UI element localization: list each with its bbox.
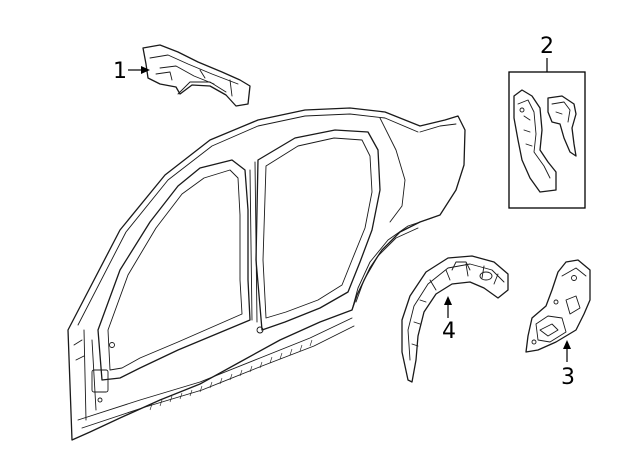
callout-1-label: 1 xyxy=(113,59,127,84)
callout-3[interactable]: 3 xyxy=(561,340,575,390)
part-4-wheelhouse[interactable] xyxy=(401,255,509,383)
part-2-bracket-set[interactable] xyxy=(508,71,586,209)
callout-4[interactable]: 4 xyxy=(442,296,456,344)
callout-1[interactable]: 1 xyxy=(113,59,150,84)
callout-2[interactable]: 2 xyxy=(540,34,554,72)
callout-4-arrow xyxy=(444,296,452,305)
callout-3-arrow xyxy=(563,340,571,349)
body-side-outer-panel[interactable] xyxy=(67,107,466,441)
callout-4-label: 4 xyxy=(442,319,456,344)
part-1-upper-bracket[interactable] xyxy=(142,44,251,107)
callout-1-arrow xyxy=(141,66,150,74)
part-3-reinforcement[interactable] xyxy=(525,259,591,353)
callout-3-label: 3 xyxy=(561,365,575,390)
callout-2-label: 2 xyxy=(540,34,554,59)
